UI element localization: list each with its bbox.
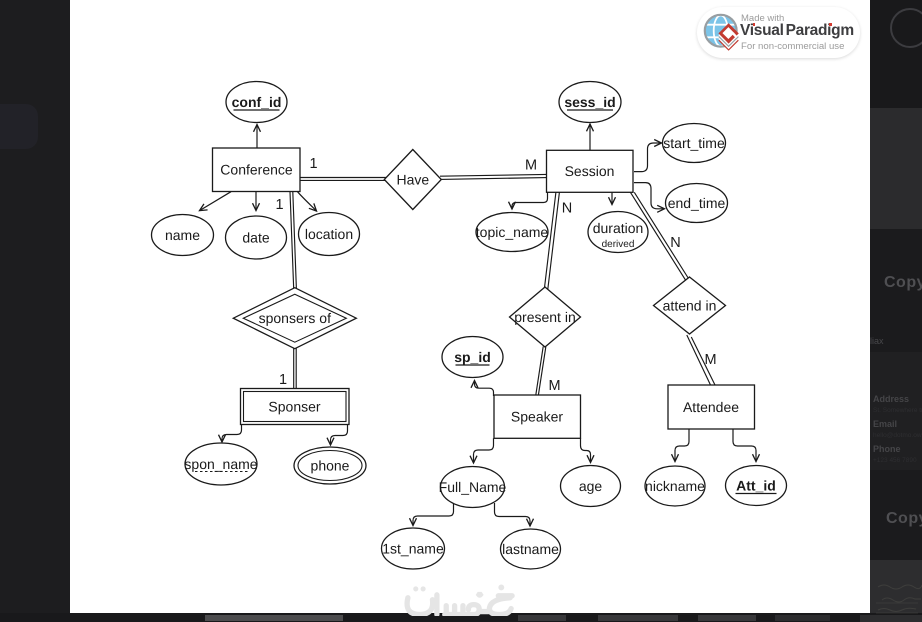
svg-text:1st_name: 1st_name [382, 541, 444, 557]
svg-text:age: age [579, 478, 603, 494]
svg-text:phone: phone [311, 458, 350, 474]
svg-text:St. Somewhere tru: St. Somewhere tru [873, 407, 922, 414]
svg-text:Sponser: Sponser [268, 399, 320, 415]
svg-text:M: M [704, 352, 716, 368]
svg-text:present in: present in [514, 309, 575, 325]
svg-text:name: name [165, 227, 200, 243]
svg-text:Full_Name: Full_Name [439, 479, 507, 495]
svg-text:M: M [525, 158, 537, 174]
svg-text:Speaker: Speaker [511, 409, 563, 425]
svg-text:sponsers of: sponsers of [259, 310, 331, 326]
svg-text:duration: duration [593, 220, 644, 236]
svg-text:end_time: end_time [668, 195, 726, 211]
svg-text:Have: Have [396, 172, 429, 188]
svg-text:Address: Address [873, 394, 909, 404]
svg-text:spon_name: spon_name [184, 456, 257, 472]
svg-text:topic_name: topic_name [476, 224, 549, 240]
svg-text:Conference: Conference [220, 162, 293, 178]
svg-text:conf_id: conf_id [232, 94, 282, 110]
svg-text:sess_id: sess_id [564, 94, 615, 110]
svg-text:liax: liax [870, 336, 884, 346]
svg-text:attend in: attend in [663, 298, 717, 314]
svg-text:Copy c: Copy c [886, 510, 922, 527]
svg-text:Attendee: Attendee [683, 399, 739, 415]
svg-text:+123 456 7890: +123 456 7890 [873, 457, 917, 464]
svg-text:date: date [242, 230, 269, 246]
svg-text:N: N [562, 201, 572, 217]
svg-text:Phone: Phone [873, 444, 901, 454]
svg-text:1: 1 [279, 372, 287, 388]
svg-text:lastname: lastname [502, 541, 559, 557]
svg-text:sp_id: sp_id [454, 349, 491, 365]
svg-text:1: 1 [275, 197, 283, 213]
svg-text:location: location [305, 226, 353, 242]
svg-text:hello@dotmo.ow: hello@dotmo.ow [873, 432, 922, 439]
svg-text:N: N [670, 235, 680, 251]
svg-text:nickname: nickname [645, 478, 705, 494]
svg-text:start_time: start_time [663, 135, 725, 151]
svg-text:derived: derived [602, 239, 635, 250]
svg-text:Copy c: Copy c [884, 274, 922, 291]
svg-text:M: M [548, 378, 560, 394]
svg-text:Email: Email [873, 419, 897, 429]
svg-text:Att_id: Att_id [736, 478, 776, 494]
svg-text:1: 1 [309, 156, 317, 172]
svg-text:Session: Session [565, 163, 615, 179]
